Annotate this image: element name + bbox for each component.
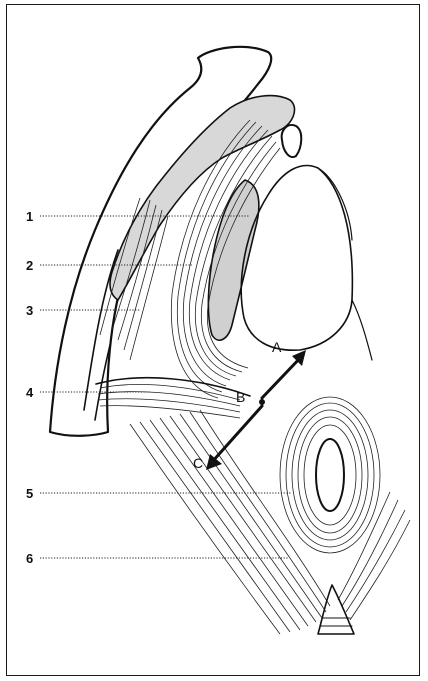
arrow-label-a: A — [272, 339, 282, 355]
direction-arrows — [206, 350, 306, 470]
label-5: 5 — [26, 486, 33, 501]
lower-fiber-fan — [130, 410, 410, 634]
label-1: 1 — [26, 209, 33, 224]
label-3: 3 — [26, 303, 33, 318]
transverse-band — [96, 378, 250, 418]
arrow-a-shaft — [262, 356, 302, 398]
arrow-label-c: C — [193, 455, 203, 471]
label-2: 2 — [26, 258, 33, 273]
arrow-c-shaft — [212, 406, 262, 462]
label-6: 6 — [26, 551, 33, 566]
perineal-body — [318, 585, 354, 634]
arrow-b-origin — [259, 399, 265, 405]
sphincter-ring — [280, 397, 380, 553]
label-4: 4 — [26, 385, 34, 400]
anal-opening — [316, 439, 344, 511]
coccyx-tip — [282, 125, 302, 157]
arrow-label-b: B — [236, 389, 245, 405]
